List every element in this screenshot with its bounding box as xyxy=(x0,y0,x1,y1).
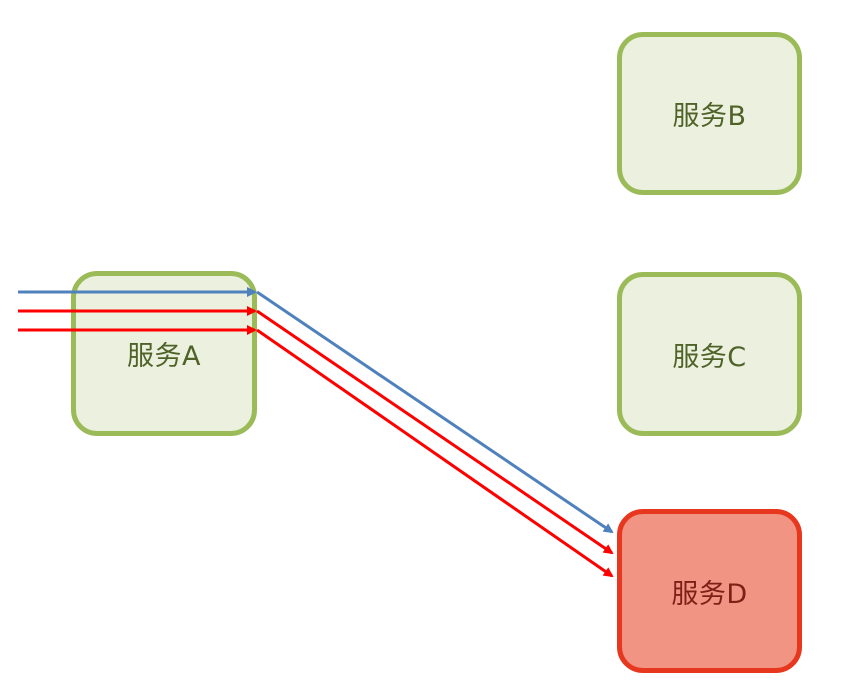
service-d-label: 服务D xyxy=(671,578,748,610)
service-a-node: 服务A xyxy=(71,271,257,436)
service-c-node: 服务C xyxy=(617,272,802,436)
service-b-label: 服务B xyxy=(672,101,747,132)
a-to-d-normal-arrow xyxy=(256,290,614,534)
a-to-d-failed-arrow-2 xyxy=(256,328,614,578)
service-b-node: 服务B xyxy=(617,32,802,195)
a-to-d-failed-arrow-1 xyxy=(256,309,614,555)
service-d-node: 服务D xyxy=(617,509,802,673)
service-c-label: 服务C xyxy=(672,341,747,373)
service-a-label: 服务A xyxy=(127,341,201,372)
